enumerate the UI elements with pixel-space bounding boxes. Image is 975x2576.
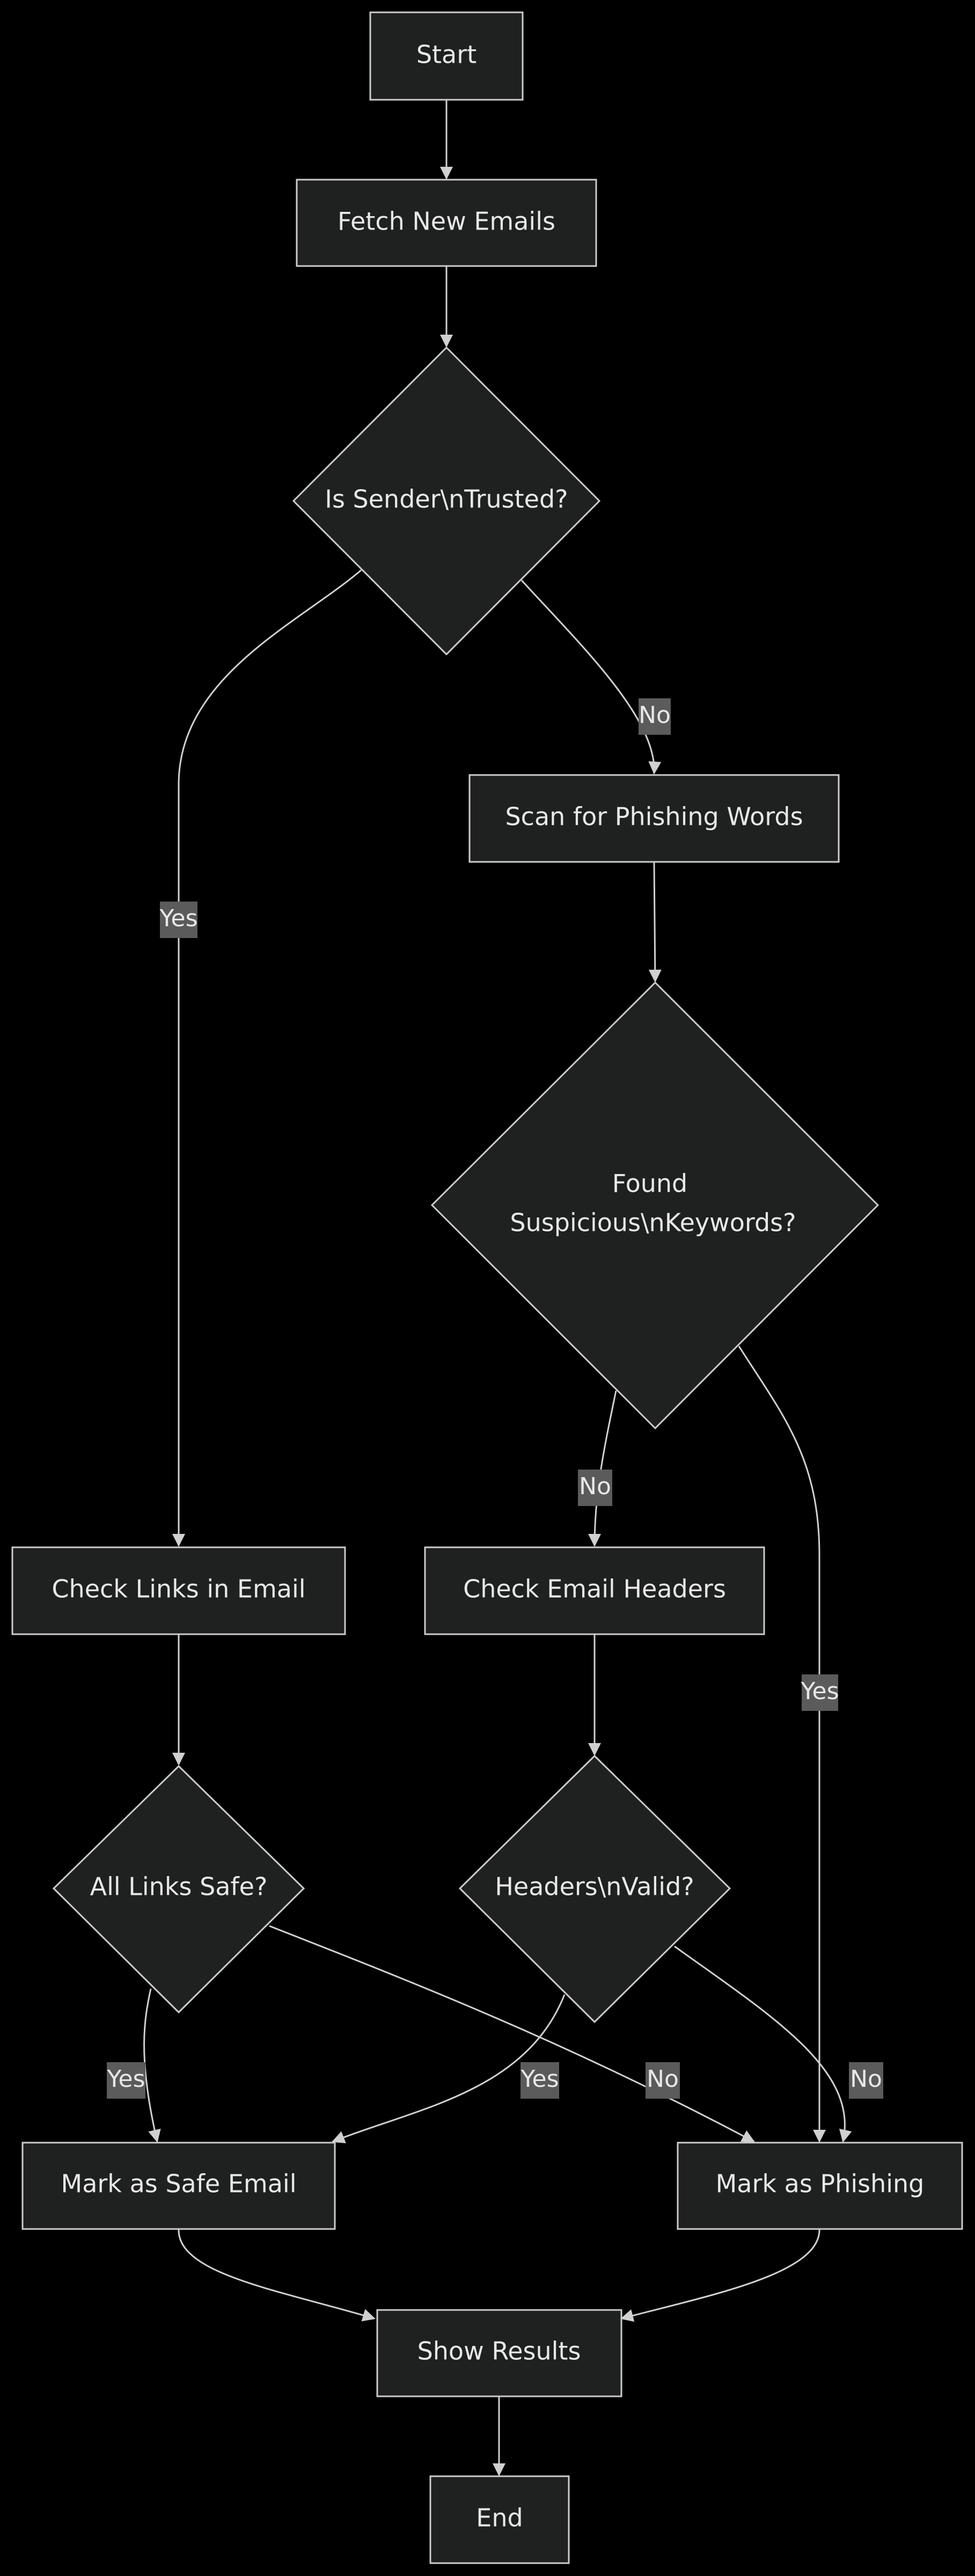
node-check-headers: Check Email Headers [424,1546,765,1635]
svg-text:Found: Found [612,1169,687,1198]
svg-text:Suspicious\nKeywords?: Suspicious\nKeywords? [510,1208,796,1237]
svg-text:End: End [476,2504,523,2533]
edge-markphishing-showresults [620,2228,820,2322]
svg-text:All Links Safe?: All Links Safe? [90,1872,268,1901]
svg-text:No: No [850,2065,882,2093]
label-found-no: No [578,1470,612,1506]
svg-text:Scan for Phishing Words: Scan for Phishing Words [505,802,803,831]
node-mark-safe: Mark as Safe Email [21,2142,336,2230]
node-end: End [429,2475,570,2564]
node-fetch-new-emails: Fetch New Emails [296,179,597,267]
edges [143,100,852,2476]
edge-found-checkheaders [588,1390,617,1547]
edge-found-markphishing [738,1346,826,2143]
svg-text:Check Email Headers: Check Email Headers [463,1575,726,1604]
edge-linkssafe-marksafe [143,1988,161,2143]
svg-text:Yes: Yes [159,905,197,932]
node-start: Start [369,11,524,101]
svg-text:Mark as Phishing: Mark as Phishing [716,2169,925,2198]
nodes: Start Fetch New Emails Is Sender\nTruste… [11,11,963,2564]
edge-labels: No Yes No Yes Yes Yes No No [106,698,883,2099]
label-trusted-no: No [639,698,671,735]
edge-trusted-scan [521,579,662,774]
svg-text:No: No [639,702,671,729]
svg-text:No: No [579,1473,611,1500]
decision-headers-valid: Headers\nValid? [458,1754,731,2024]
svg-text:Yes: Yes [800,1678,839,1705]
svg-text:Fetch New Emails: Fetch New Emails [338,207,555,236]
svg-text:Mark as Safe Email: Mark as Safe Email [61,2169,297,2198]
edge-headersvalid-marksafe [332,1994,566,2144]
decision-links-safe: All Links Safe? [52,1765,305,2014]
decision-sender-trusted: Is Sender\nTrusted? [292,346,601,656]
label-links-yes: Yes [106,2062,145,2099]
node-show-results: Show Results [376,2309,622,2397]
label-links-no: No [646,2062,680,2099]
edge-trusted-checklinks [172,569,362,1547]
svg-text:Is Sender\nTrusted?: Is Sender\nTrusted? [325,485,568,514]
decision-suspicious-keywords: Found Suspicious\nKeywords? [430,981,879,1430]
label-headers-yes: Yes [520,2062,559,2099]
node-check-links: Check Links in Email [11,1546,346,1635]
label-headers-no: No [849,2062,883,2099]
svg-text:Yes: Yes [106,2065,145,2093]
svg-text:Check Links in Email: Check Links in Email [52,1575,305,1604]
label-found-yes: Yes [800,1674,839,1711]
svg-text:Show Results: Show Results [417,2337,581,2366]
edge-linkssafe-markphishing [269,1925,755,2143]
edge-scan-found [648,861,662,983]
node-mark-phishing: Mark as Phishing [677,2142,963,2230]
svg-text:Yes: Yes [520,2065,559,2093]
node-scan-phishing-words: Scan for Phishing Words [468,774,840,863]
edge-marksafe-showresults [178,2228,376,2322]
svg-text:No: No [647,2065,679,2093]
svg-text:Start: Start [416,40,476,69]
edge-headersvalid-markphishing [674,1945,852,2143]
svg-text:Headers\nValid?: Headers\nValid? [495,1872,694,1901]
label-trusted-yes: Yes [159,902,198,938]
